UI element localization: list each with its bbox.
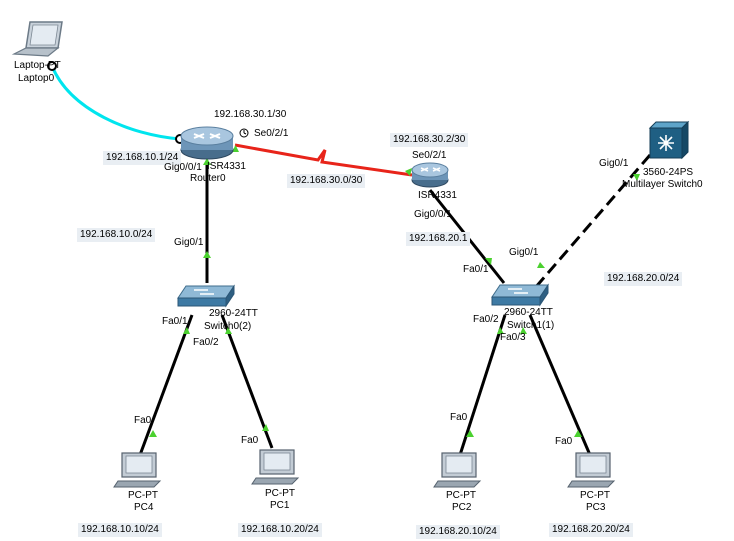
- link-lights: [149, 145, 640, 437]
- ethernet-swr-pc3[interactable]: [528, 314, 592, 456]
- swr-fa2-port-label: Fa0/2: [473, 314, 499, 325]
- pc1-port-label: Fa0: [241, 435, 259, 446]
- pc-icon[interactable]: [113, 452, 162, 488]
- pc3-port-label: Fa0: [555, 436, 573, 447]
- console-port-laptop: [47, 61, 57, 71]
- clock-icon: [239, 128, 249, 138]
- swl-fa2-port-label: Fa0/2: [193, 337, 219, 348]
- laptop-icon[interactable]: [11, 21, 63, 57]
- pc-icon[interactable]: [251, 449, 300, 485]
- link-light-swr-fa3: [520, 327, 527, 334]
- pc-icon[interactable]: [567, 452, 616, 488]
- ethernet-swr-pc2[interactable]: [458, 314, 507, 456]
- link-light-r0-gig: [203, 158, 211, 165]
- pc3-ip-label: 192.168.20.20/24: [549, 523, 633, 537]
- console-cable[interactable]: [50, 65, 181, 141]
- right-lan-label: 192.168.20.0/24: [604, 272, 683, 286]
- swr-gig-port-label: Gig0/1: [509, 247, 539, 258]
- swr-fa3-port-label: Fa0/3: [500, 332, 526, 343]
- ml-gig-port-label: Gig0/1: [599, 158, 629, 169]
- ml-name-label: Multilayer Switch0: [622, 179, 703, 190]
- pc4-name-label: PC4: [134, 502, 154, 513]
- ml-type-label: 3560-24PS: [643, 167, 694, 178]
- router-icon[interactable]: [180, 126, 234, 160]
- swl-type-label: 2960-24TT: [209, 308, 258, 319]
- pc1-name-label: PC1: [270, 500, 290, 511]
- link-light-pc4: [149, 430, 157, 437]
- switch-icon[interactable]: [491, 283, 549, 307]
- r0-gig-ip-label: 192.168.10.1/24: [103, 151, 182, 165]
- link-light-r1-serial: [405, 168, 412, 176]
- swr-name-label: Switch1(1): [507, 320, 555, 331]
- laptop-type-label: Laptop-PT: [14, 60, 61, 71]
- r0-serial-ip-label: 192.168.30.1/30: [214, 109, 287, 120]
- r1-serial-port-label: Se0/2/1: [412, 150, 447, 161]
- link-light-swr-fa1: [485, 258, 492, 265]
- pc1-ip-label: 192.168.10.20/24: [238, 523, 322, 537]
- ethernet-ml-swr[interactable]: [533, 154, 652, 289]
- router-icon[interactable]: [411, 162, 449, 188]
- link-light-swr-fa2: [497, 327, 504, 334]
- r1-gig-ip-label: 192.168.20.1: [406, 232, 471, 246]
- swr-type-label: 2960-24TT: [504, 307, 553, 318]
- pc2-port-label: Fa0: [450, 412, 468, 423]
- link-light-swr-gig: [537, 262, 545, 268]
- link-light-swl-fa2: [225, 327, 232, 334]
- r1-gig-port-label: Gig0/0/1: [414, 209, 452, 220]
- pc1-type-label: PC-PT: [265, 488, 295, 499]
- r1-type-label: ISR4331: [418, 190, 457, 201]
- link-light-ml-gig: [633, 174, 640, 181]
- pc-icon[interactable]: [433, 452, 482, 488]
- link-light-pc2: [466, 430, 474, 437]
- switch-icon[interactable]: [177, 284, 235, 308]
- pc3-name-label: PC3: [586, 502, 606, 513]
- pc2-type-label: PC-PT: [446, 490, 476, 501]
- r0-gig-port-label: Gig0/0/1: [164, 162, 202, 173]
- ethernet-swl-pc1[interactable]: [220, 314, 274, 449]
- pc4-ip-label: 192.168.10.10/24: [78, 523, 162, 537]
- swl-gig-port-label: Gig0/1: [174, 237, 204, 248]
- multilayer-switch-icon[interactable]: [648, 120, 690, 160]
- r0-name-label: Router0: [190, 173, 226, 184]
- r0-serial-port-label: Se0/2/1: [254, 128, 289, 139]
- r0-type-label: ISR4331: [207, 161, 246, 172]
- pc2-ip-label: 192.168.20.10/24: [416, 525, 500, 539]
- r1-serial-ip-label: 192.168.30.2/30: [390, 133, 469, 147]
- laptop-name-label: Laptop0: [18, 73, 55, 84]
- serial-cable[interactable]: [234, 143, 413, 177]
- swl-fa1-port-label: Fa0/1: [162, 316, 188, 327]
- serial-network-label: 192.168.30.0/30: [287, 174, 366, 188]
- ethernet-swl-pc4[interactable]: [138, 314, 194, 456]
- left-lan-label: 192.168.10.0/24: [77, 228, 156, 242]
- pc4-port-label: Fa0: [134, 415, 152, 426]
- link-light-pc3: [574, 430, 582, 437]
- link-light-swl-fa1: [183, 327, 190, 334]
- link-light-r0-serial: [232, 145, 239, 152]
- pc4-type-label: PC-PT: [128, 490, 158, 501]
- pc3-type-label: PC-PT: [580, 490, 610, 501]
- swr-fa1-port-label: Fa0/1: [463, 264, 489, 275]
- pc2-name-label: PC2: [452, 502, 472, 513]
- link-light-pc1: [262, 424, 269, 431]
- swl-name-label: Switch0(2): [204, 321, 252, 332]
- link-light-swl-gig: [203, 251, 211, 258]
